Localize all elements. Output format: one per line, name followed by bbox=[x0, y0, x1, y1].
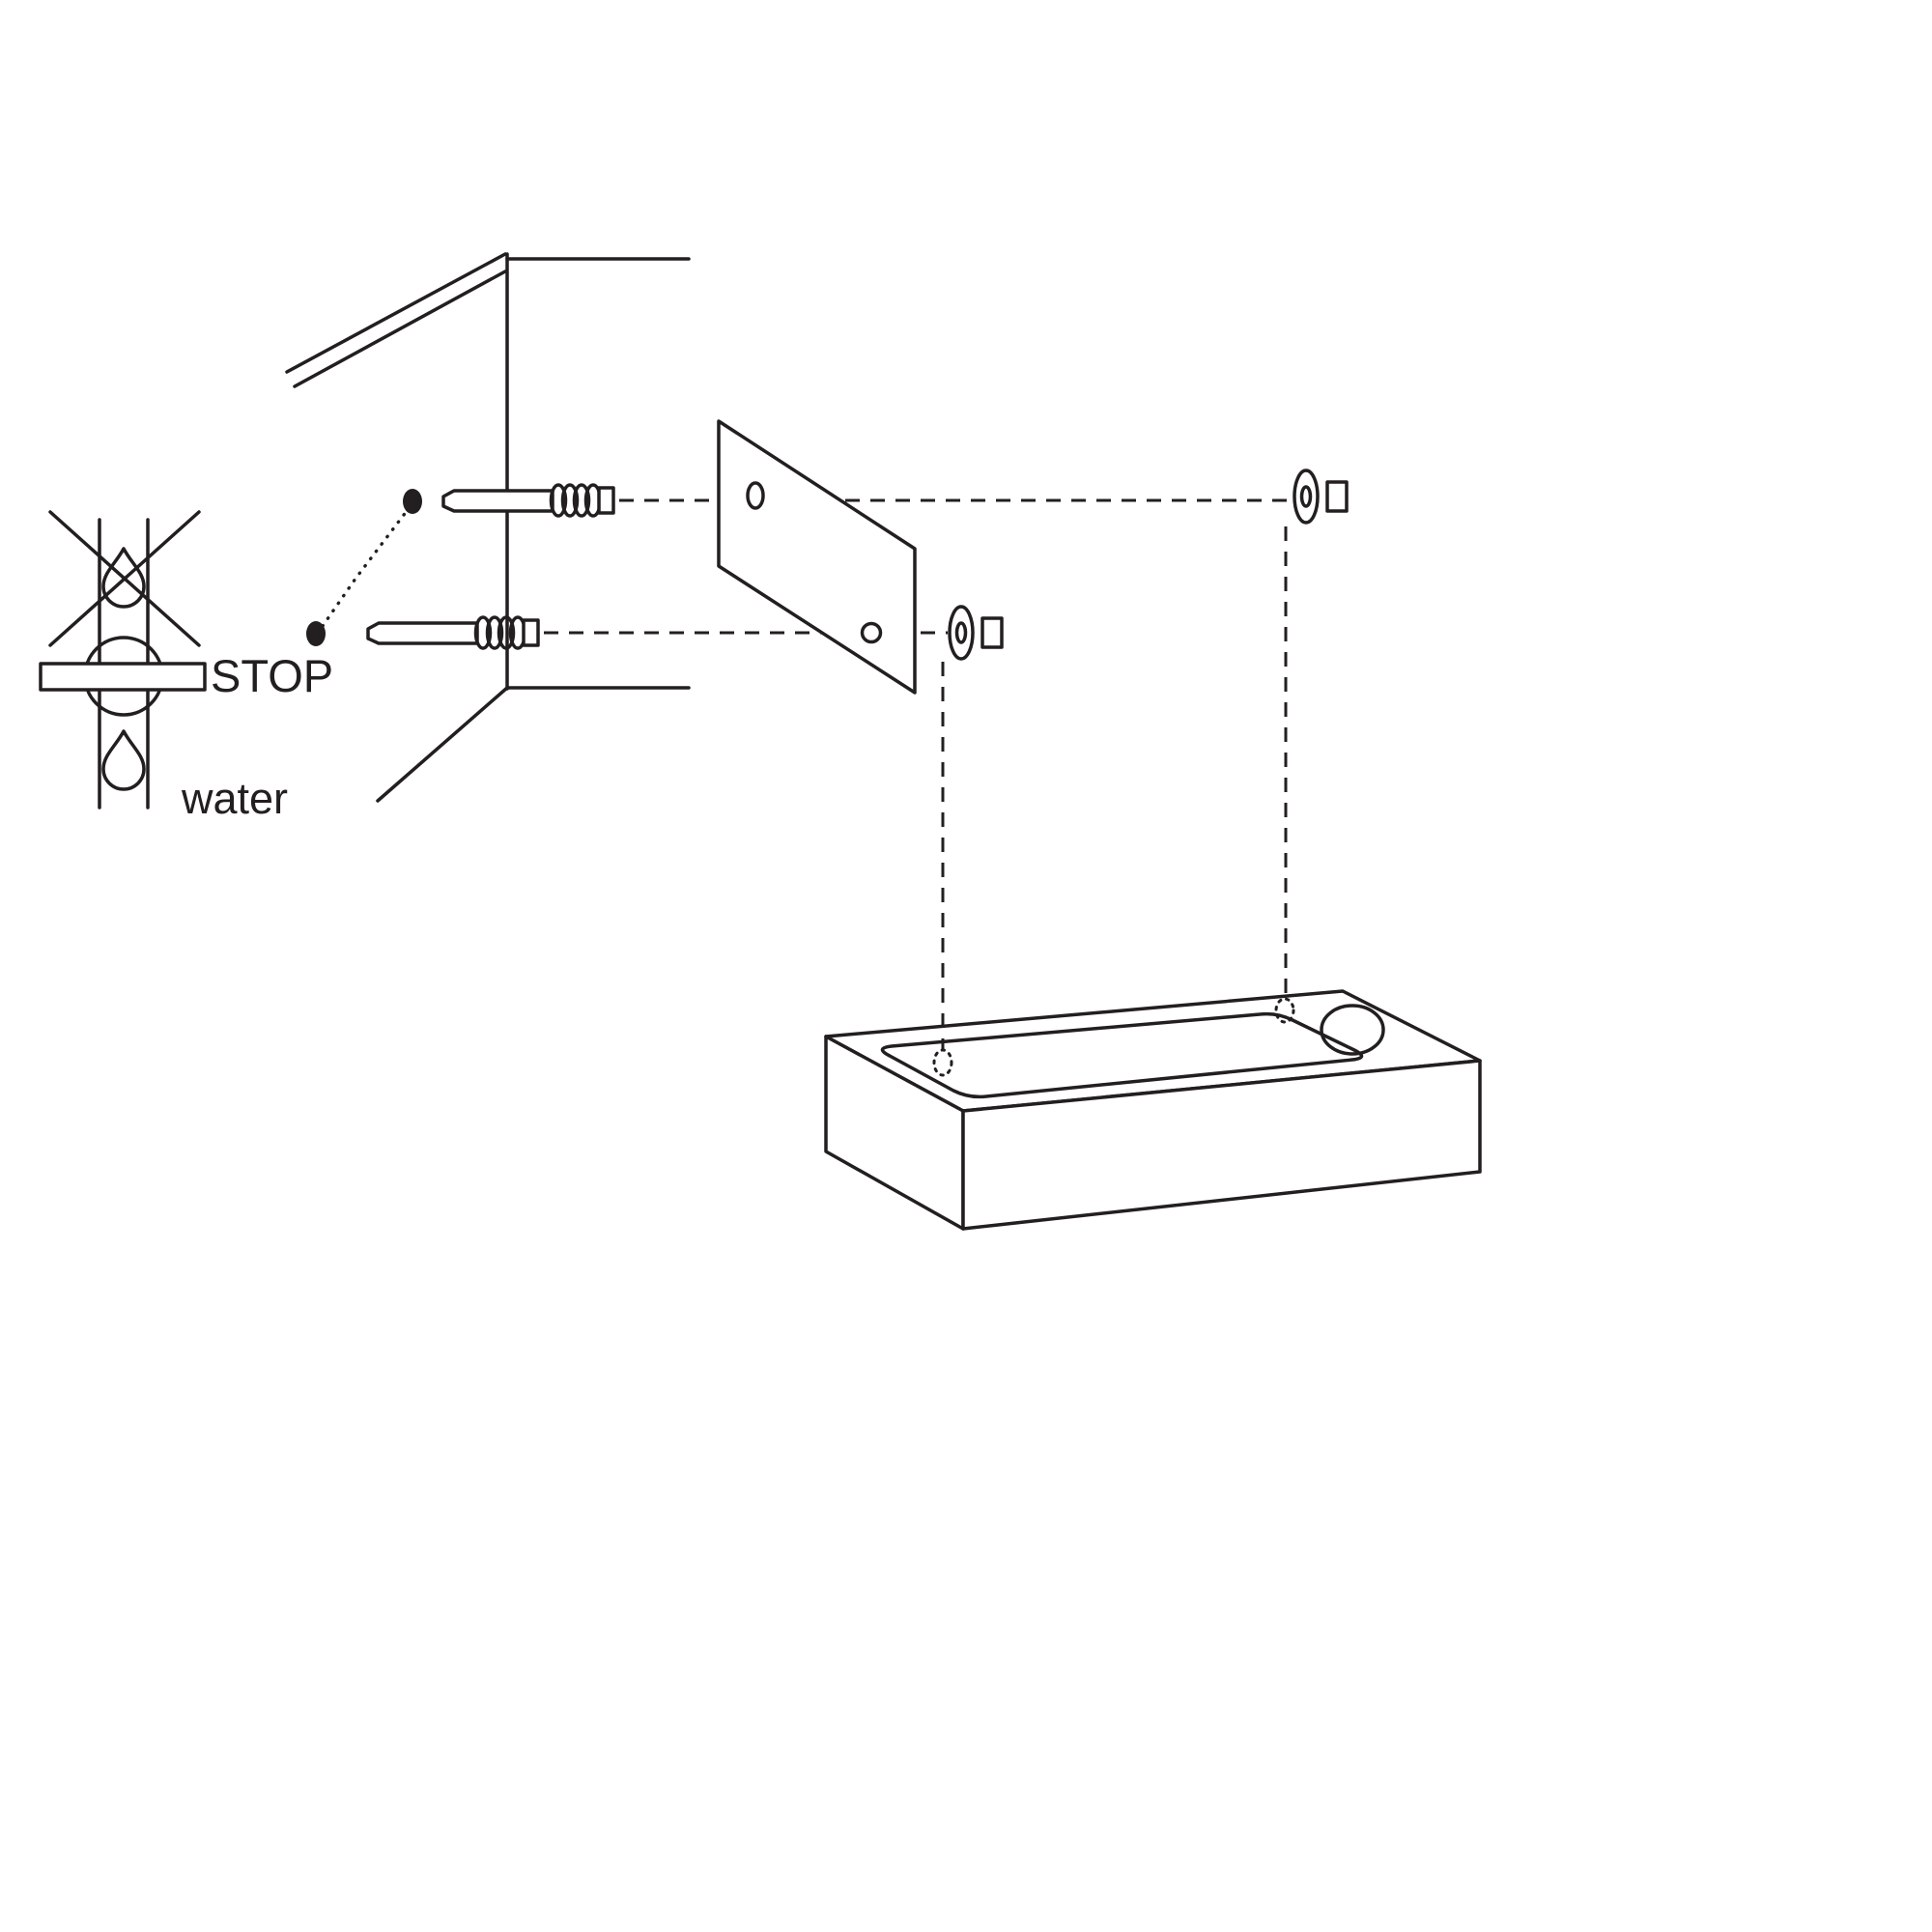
screw-nut bbox=[980, 616, 1004, 649]
lower-wall-plug bbox=[366, 615, 540, 650]
basin-mounting-holes bbox=[932, 997, 1295, 1077]
water-stop-symbol: STOP water bbox=[39, 510, 333, 823]
drill-hole-dot-lower bbox=[306, 621, 326, 646]
plug-screw-head bbox=[597, 486, 615, 515]
plate-hole-lower bbox=[860, 621, 883, 644]
mounting-plate bbox=[717, 419, 917, 695]
wall-corner bbox=[285, 252, 691, 803]
washer-center bbox=[954, 621, 968, 644]
plug-thread-coil bbox=[549, 483, 568, 518]
valve-bar bbox=[39, 662, 207, 692]
screw-nut bbox=[1325, 480, 1349, 513]
plug-body bbox=[366, 621, 479, 645]
plug-body bbox=[441, 489, 554, 513]
basin bbox=[824, 989, 1482, 1231]
plug-thread-coil bbox=[485, 615, 504, 650]
mounting-hole-right bbox=[1274, 997, 1295, 1024]
ceiling-line-left-a bbox=[285, 252, 507, 374]
washer-center bbox=[1299, 485, 1313, 508]
plug-thread-coil bbox=[473, 615, 493, 650]
alignment-guides-vertical bbox=[941, 526, 1288, 1050]
washer-screw-right bbox=[1293, 469, 1349, 525]
alignment-guides-horizontal bbox=[544, 498, 1293, 635]
plug-thread-coil bbox=[572, 483, 591, 518]
plug-screw-head bbox=[522, 618, 540, 647]
cross-line-b bbox=[48, 510, 201, 647]
plate-hole-upper bbox=[746, 481, 765, 510]
stop-label: STOP bbox=[211, 650, 333, 701]
washer-screw-middle bbox=[948, 605, 1004, 661]
plate-outline bbox=[717, 419, 917, 695]
washer-ellipse bbox=[1293, 469, 1320, 525]
mounting-hole-left bbox=[932, 1048, 953, 1077]
drill-hole-connector bbox=[321, 509, 409, 628]
washer-ellipse bbox=[948, 605, 975, 661]
basin-bowl bbox=[880, 1011, 1364, 1099]
plug-thread-coil bbox=[560, 483, 580, 518]
basin-front-face bbox=[961, 1059, 1482, 1231]
water-drop-icon-bottom bbox=[101, 729, 146, 791]
tap-hole bbox=[1320, 1004, 1385, 1056]
upper-wall-plug bbox=[441, 483, 615, 518]
drill-holes bbox=[306, 489, 422, 646]
ceiling-line-left-b bbox=[293, 270, 507, 388]
floor-line-left bbox=[376, 686, 509, 803]
water-label: water bbox=[181, 774, 288, 823]
plug-thread-coil bbox=[497, 615, 516, 650]
drill-hole-dot-upper bbox=[403, 489, 422, 514]
